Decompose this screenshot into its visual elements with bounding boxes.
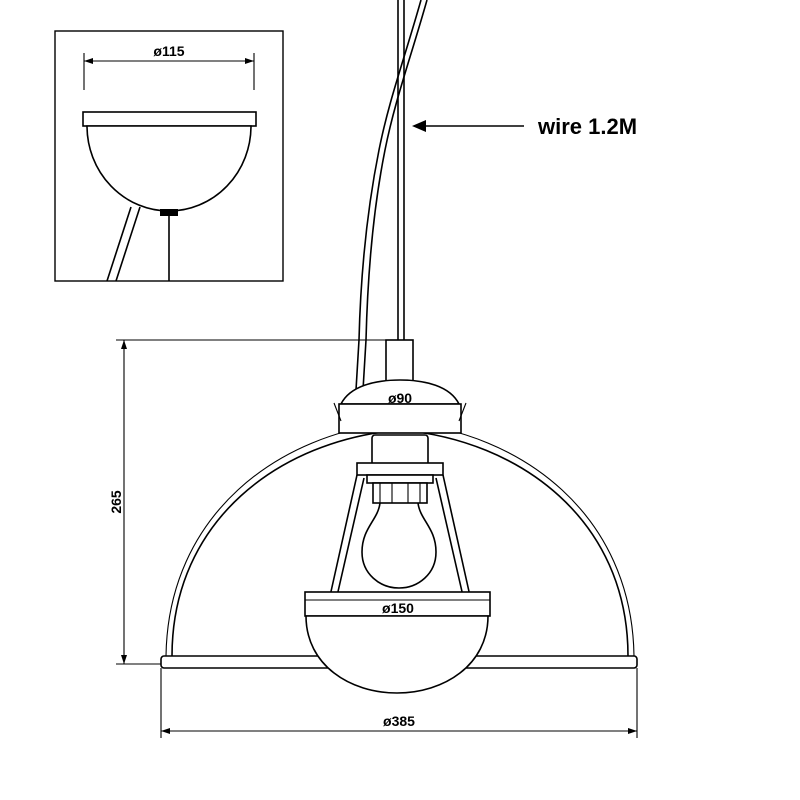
height-dimension: 265 <box>108 339 386 665</box>
inset-canopy-detail: ø115 <box>54 30 284 282</box>
inner-bowl-rim <box>304 591 491 617</box>
wire-length-label: wire 1.2M <box>537 114 637 139</box>
canopy-plate <box>338 403 462 434</box>
inset-diameter-label: ø115 <box>153 43 184 59</box>
lamp-holder <box>329 434 471 597</box>
light-bulb <box>361 502 437 589</box>
wire-callout: wire 1.2M <box>412 114 637 139</box>
shade-diameter-label: ø385 <box>383 713 415 729</box>
inner-bowl-diameter-label: ø150 <box>382 600 414 616</box>
inner-bowl-dome <box>305 615 489 694</box>
height-label: 265 <box>108 490 124 514</box>
canopy-dome <box>339 379 461 405</box>
canopy-diameter-label: ø90 <box>388 390 412 406</box>
lamp-canopy: ø90 <box>333 339 467 434</box>
suspension-wire <box>355 0 428 391</box>
width-dimension: ø385 <box>160 668 638 738</box>
inner-bowl: ø150 <box>304 591 491 694</box>
inset-canopy-plate <box>82 111 257 127</box>
